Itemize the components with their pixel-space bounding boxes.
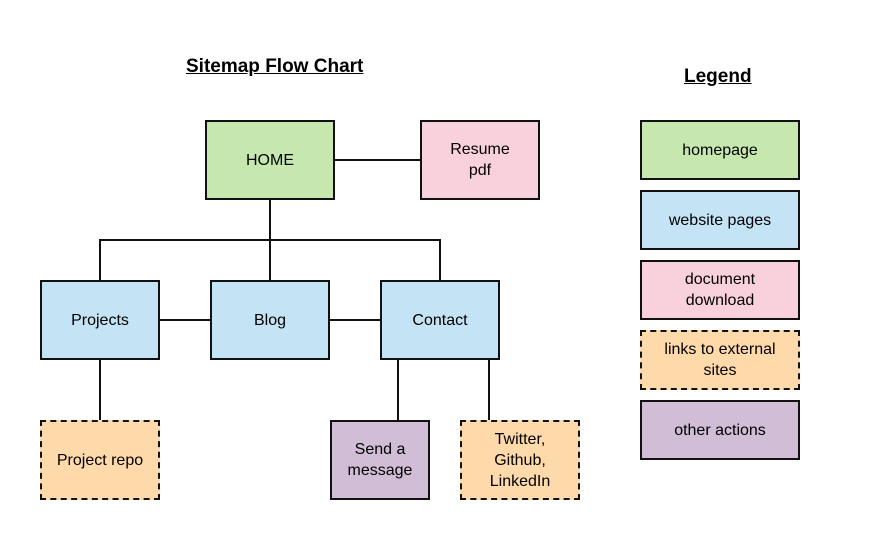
legend-item-website-pages: website pages [640, 190, 800, 250]
diagram-title: Sitemap Flow Chart [186, 56, 364, 77]
legend-item-document-download: document download [640, 260, 800, 320]
node-blog: Blog [210, 280, 330, 360]
legend-title: Legend [684, 66, 752, 87]
legend-item-other-actions: other actions [640, 400, 800, 460]
node-send-message: Send a message [330, 420, 430, 500]
connector-branch [99, 239, 441, 280]
node-contact: Contact [380, 280, 500, 360]
node-project-repo: Project repo [40, 420, 160, 500]
legend-item-external-links: links to external sites [640, 330, 800, 390]
node-projects: Projects [40, 280, 160, 360]
node-resume-pdf: Resume pdf [420, 120, 540, 200]
node-social-links: Twitter, Github, LinkedIn [460, 420, 580, 500]
legend-item-homepage: homepage [640, 120, 800, 180]
node-home: HOME [205, 120, 335, 200]
